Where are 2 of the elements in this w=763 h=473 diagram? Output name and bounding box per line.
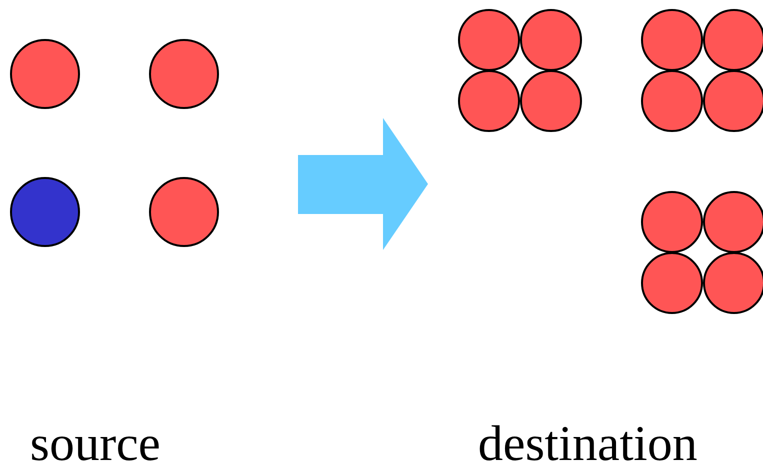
- caption-label: source: [30, 418, 160, 468]
- caption-label: destination: [478, 418, 698, 468]
